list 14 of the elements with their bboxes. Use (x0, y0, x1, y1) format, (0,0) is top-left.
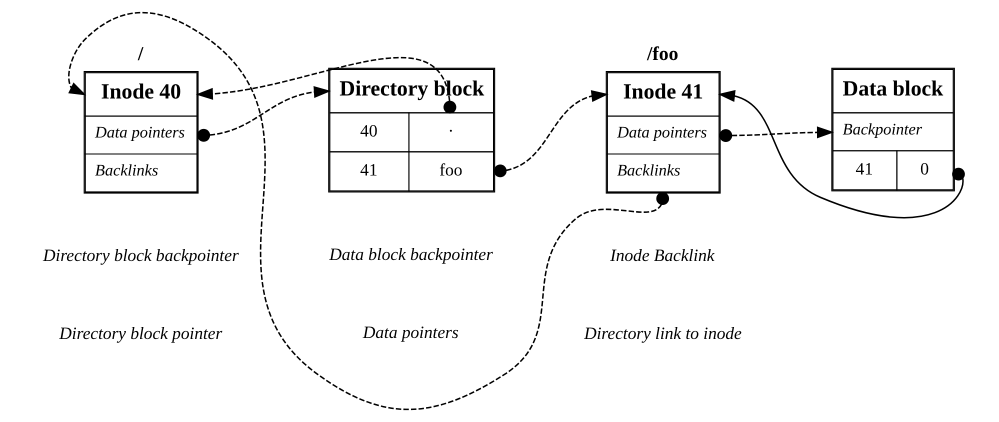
legend-label: Data block backpointer (329, 245, 493, 264)
arrow (494, 90, 609, 178)
legend-label: Directory block pointer (59, 324, 222, 344)
arrow (197, 86, 332, 142)
arrow (719, 126, 834, 142)
legend-label: Inode Backlink (610, 246, 715, 266)
arrow (196, 57, 456, 114)
arrow (718, 90, 965, 218)
node-label: /foo (646, 44, 678, 66)
legend-label: Data pointers (362, 323, 459, 342)
arrow (68, 12, 670, 410)
node-label: / (138, 44, 144, 66)
legend-label: Directory link to inode (584, 324, 742, 344)
legend-label: Directory block backpointer (43, 246, 239, 266)
